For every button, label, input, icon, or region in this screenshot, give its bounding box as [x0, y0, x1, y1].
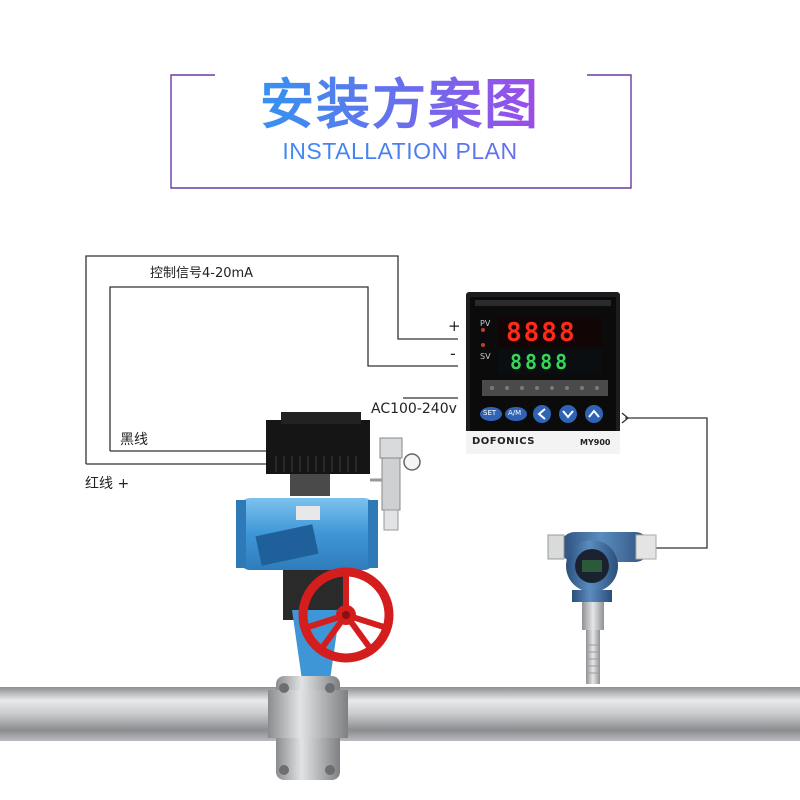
pv-display	[498, 318, 602, 348]
sv-value: 8888	[510, 350, 571, 374]
positioner-box	[266, 412, 370, 496]
page-subtitle: INSTALLATION PLAN	[0, 138, 800, 165]
signal-label: 控制信号4-20mA	[150, 266, 254, 281]
up-arrow-icon	[588, 409, 600, 418]
down-arrow-icon	[562, 410, 574, 419]
black-wire-label: 黑线	[120, 432, 148, 448]
am-button[interactable]	[505, 407, 527, 421]
page-title: 安装方案图	[0, 60, 800, 139]
red-wire-label: 红线 +	[85, 476, 130, 492]
pressure-transmitter	[547, 532, 657, 684]
pv-tag: PV	[480, 319, 491, 328]
arrow-marker	[621, 412, 630, 424]
valve-body	[268, 676, 348, 780]
pneumatic-actuator	[236, 498, 378, 570]
pv-value: 8888	[506, 318, 577, 348]
sv-tag: SV	[480, 352, 491, 361]
wiring-lines	[85, 255, 708, 549]
set-button-label: SET	[483, 409, 497, 417]
filter-regulator	[370, 437, 421, 531]
set-button[interactable]	[480, 407, 502, 421]
power-label: AC100-240v	[371, 401, 457, 417]
minus-terminal-label: -	[450, 344, 456, 363]
controller-brand: DOFONICS	[472, 436, 535, 447]
handwheel[interactable]	[298, 567, 394, 663]
sv-display	[498, 350, 602, 374]
header-frame	[170, 74, 632, 189]
up-arrow-button[interactable]	[585, 405, 603, 423]
pipe	[0, 687, 800, 741]
controller-model: MY900	[580, 438, 611, 447]
am-button-label: A/M	[508, 409, 522, 417]
temperature-controller	[466, 292, 620, 454]
left-arrow-button[interactable]	[533, 405, 551, 423]
plus-terminal-label: +	[448, 317, 461, 335]
down-arrow-button[interactable]	[559, 405, 577, 423]
left-arrow-icon	[537, 408, 546, 420]
